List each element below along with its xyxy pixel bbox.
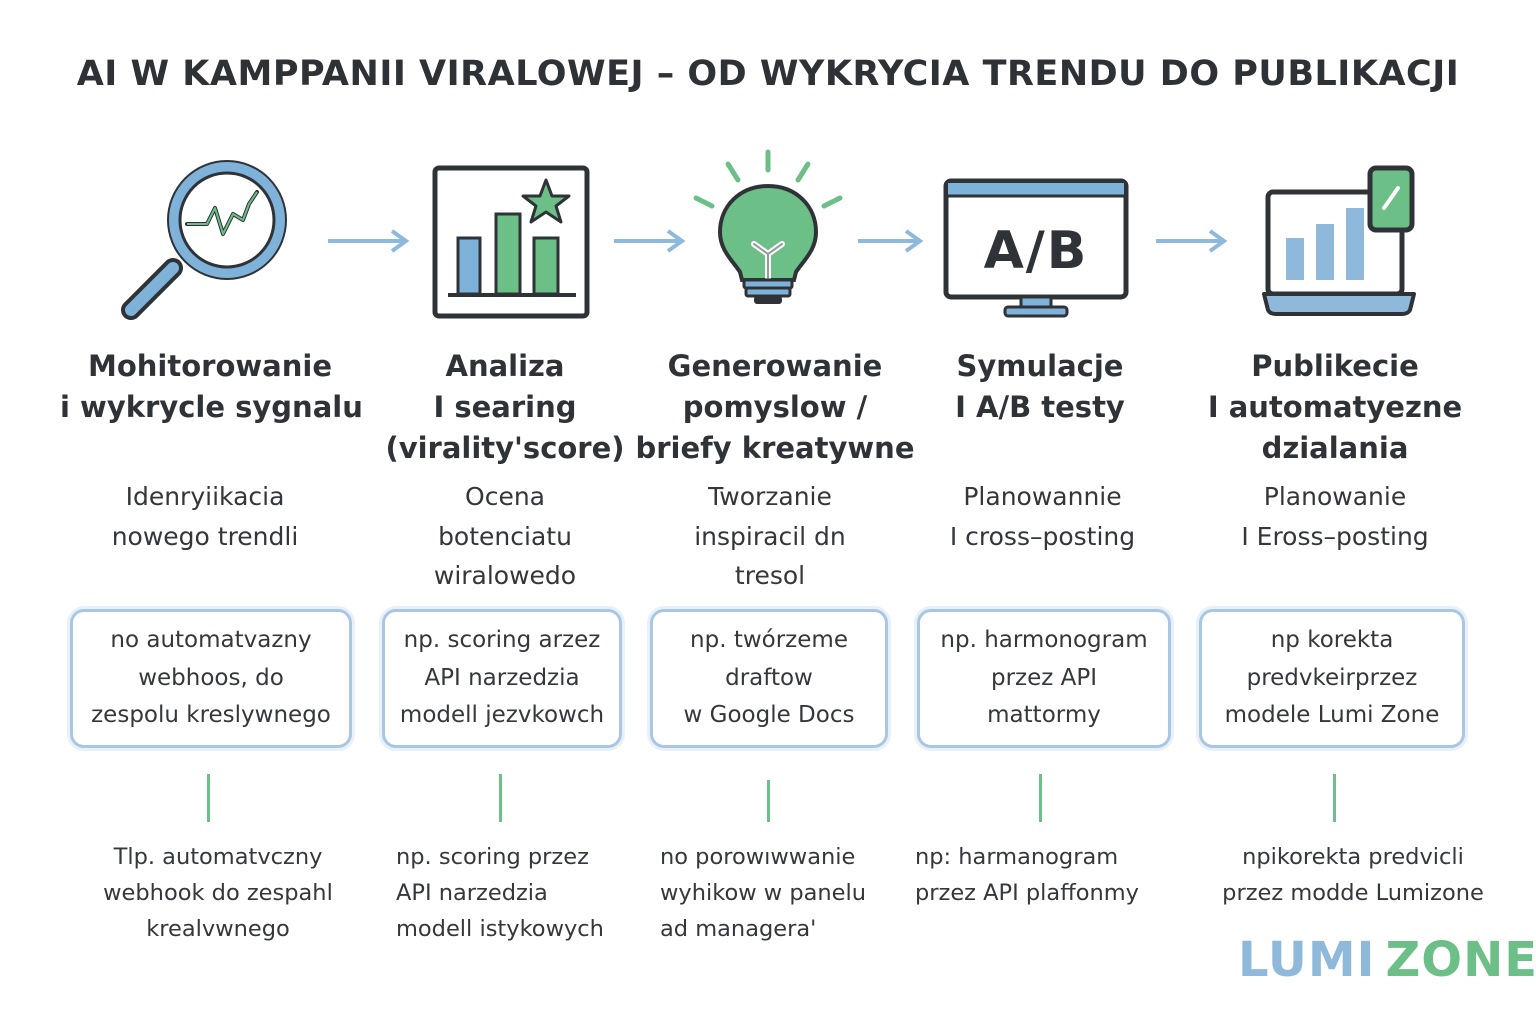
arrow-right-icon (328, 229, 410, 253)
logo-part-lumi: LUMI (1238, 932, 1376, 988)
arrow-right-icon (858, 229, 924, 253)
ab-label: A/B (984, 221, 1089, 281)
connector-line (207, 774, 210, 822)
page-title: AI W KAMPPANII VIRALOWEJ – OD WYKRYCIA T… (76, 54, 1460, 94)
magnifier-trend-icon (121, 160, 287, 320)
arrow-right-icon (614, 229, 686, 253)
connector-line (1039, 774, 1042, 822)
laptop-chart-phone-icon (1262, 165, 1416, 316)
ab-monitor-icon: A/B (943, 178, 1129, 318)
arrow-right-icon (1156, 229, 1228, 253)
bar-chart-star-icon (432, 165, 590, 319)
logo-part-zone: ZONE (1385, 932, 1536, 988)
connector-line (499, 774, 502, 822)
connector-line (1333, 774, 1336, 822)
lightbulb-icon (693, 149, 843, 304)
connector-line (767, 780, 770, 822)
